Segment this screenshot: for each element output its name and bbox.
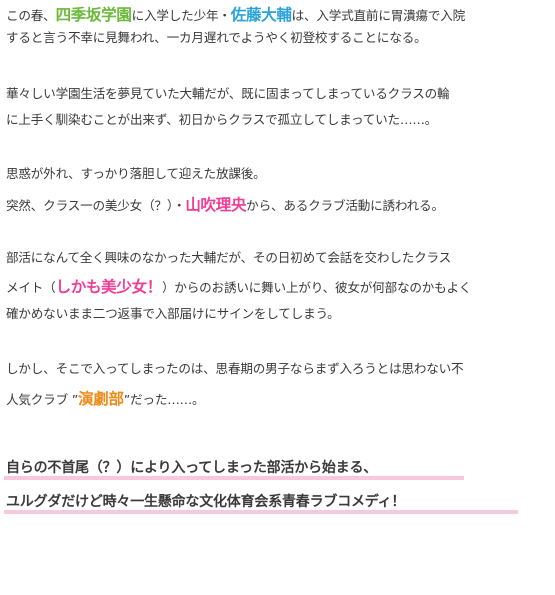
- p5-line-2: 人気クラブ ”演劇部”だった……。: [6, 390, 205, 408]
- p5-text-a: しかし、そこで入ってしまったのは、思春期の男子ならまず入ろうとは思わない不: [6, 361, 464, 376]
- catch-line-1: 自らの不首尾（？）により入ってしまった部活から始まる、: [6, 458, 377, 478]
- p5-text-b: 人気クラブ ”: [6, 392, 79, 407]
- catch-underline-2: [4, 510, 518, 514]
- p3-line-1: 思惑が外れ、すっかり落胆して迎えた放課後。: [6, 165, 266, 183]
- p2-text-a: 華々しい学園生活を夢見ていた大輔だが、既に固まってしまっているクラスの輪: [6, 86, 450, 101]
- p1-line-1: この春、四季坂学園に入学した少年・佐藤大輔は、入学式直前に胃潰瘍で入院: [6, 6, 465, 24]
- p4-text-a: 部活になんて全く興味のなかった大輔だが、その日初めて会話を交わしたクラス: [6, 250, 452, 265]
- cute-remark: しかも美少女！: [55, 278, 163, 296]
- club-name: 演劇部: [78, 390, 124, 408]
- p1-text-d: すると言う不幸に見舞われ、一カ月遅れでようやく初登校することになる。: [6, 30, 427, 45]
- hero-name: 佐藤大輔: [230, 6, 292, 24]
- p1-text-c: は、入学式直前に胃潰瘍で入院: [291, 8, 466, 23]
- p5-line-1: しかし、そこで入ってしまったのは、思春期の男子ならまず入ろうとは思わない不: [6, 360, 464, 378]
- p4-line-1: 部活になんて全く興味のなかった大輔だが、その日初めて会話を交わしたクラス: [6, 249, 451, 267]
- p3-text-a: 思惑が外れ、すっかり落胆して迎えた放課後。: [6, 166, 266, 181]
- p2-line-2: に上手く馴染むことが出来ず、初日からクラスで孤立してしまっていた……。: [6, 111, 437, 129]
- p4-line-3: 確かめないまま二つ返事で入部届けにサインをしてしまう。: [6, 305, 340, 323]
- p1-text-a: この春、: [6, 8, 56, 23]
- p4-line-2: メイト（しかも美少女！）からのお誘いに舞い上がり、彼女が何部なのかもよく: [6, 278, 472, 296]
- p5-text-c: ”だった……。: [123, 392, 205, 407]
- p4-text-d: 確かめないまま二つ返事で入部届けにサインをしてしまう。: [6, 306, 340, 321]
- p1-text-b: に入学した少年・: [131, 8, 231, 23]
- heroine-name: 山吹理央: [185, 196, 247, 214]
- p4-text-c: ）からのお誘いに舞い上がり、彼女が何部なのかもよく: [161, 280, 472, 295]
- catch-underline-1: [4, 476, 464, 480]
- p3-text-c: から、あるクラブ活動に誘われる。: [246, 198, 444, 213]
- p2-line-1: 華々しい学園生活を夢見ていた大輔だが、既に固まってしまっているクラスの輪: [6, 85, 450, 103]
- catch-text-2: ユルグダだけど時々一生懸命な文化体育会系青春ラブコメディ！: [6, 494, 406, 510]
- school-name: 四季坂学園: [55, 6, 132, 24]
- catch-text-1: 自らの不首尾（？）により入ってしまった部活から始まる、: [6, 460, 378, 476]
- p3-text-b: 突然、クラス一の美少女（？）・: [6, 198, 186, 213]
- catch-line-2: ユルグダだけど時々一生懸命な文化体育会系青春ラブコメディ！: [6, 492, 405, 512]
- p1-line-2: すると言う不幸に見舞われ、一カ月遅れでようやく初登校することになる。: [6, 29, 427, 47]
- p4-text-b: メイト（: [6, 280, 56, 295]
- p2-text-b: に上手く馴染むことが出来ず、初日からクラスで孤立してしまっていた……。: [6, 112, 438, 127]
- p3-line-2: 突然、クラス一の美少女（？）・山吹理央から、あるクラブ活動に誘われる。: [6, 196, 444, 214]
